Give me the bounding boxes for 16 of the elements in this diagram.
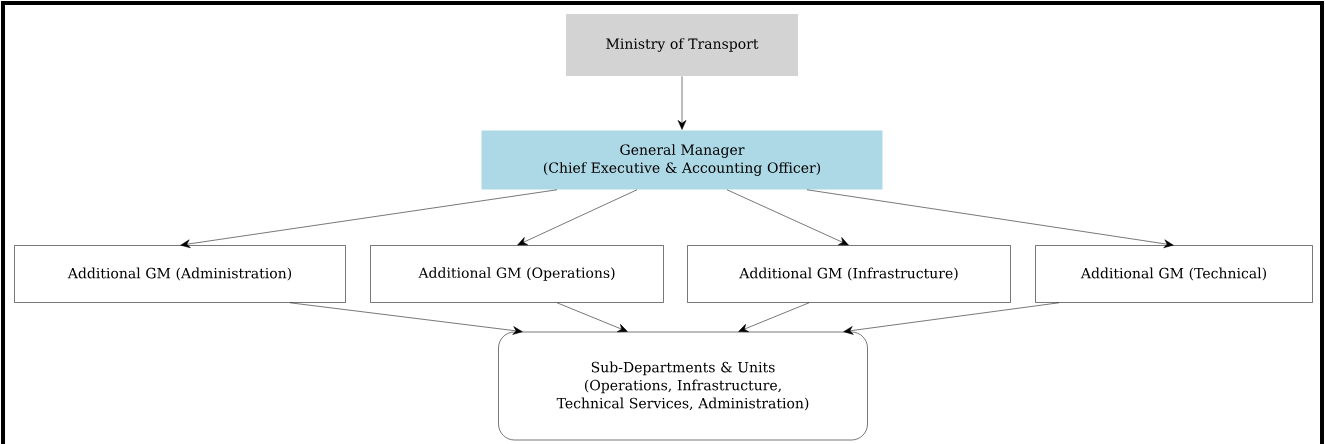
arrow (677, 76, 687, 130)
arrow (726, 189, 849, 246)
arrow (180, 189, 558, 249)
units-box: Sub-Departments & Units (Operations, Infrastructure, Technical Services, Administration) (498, 331, 868, 441)
department-box: Additional GM (Administration) (14, 245, 346, 303)
arrow (806, 189, 1174, 249)
arrow (843, 302, 1060, 335)
department-box: Additional GM (Operations) (370, 245, 664, 303)
arrow (738, 302, 810, 332)
arrow (289, 302, 523, 335)
authority-box: Ministry of Transport (566, 14, 798, 76)
department-box: Additional GM (Technical) (1035, 245, 1313, 303)
department-box: Additional GM (Infrastructure) (687, 245, 1011, 303)
manager-box: General Manager (Chief Executive & Accounting Officer) (481, 130, 883, 190)
arrow (517, 189, 638, 246)
arrow (556, 302, 628, 332)
